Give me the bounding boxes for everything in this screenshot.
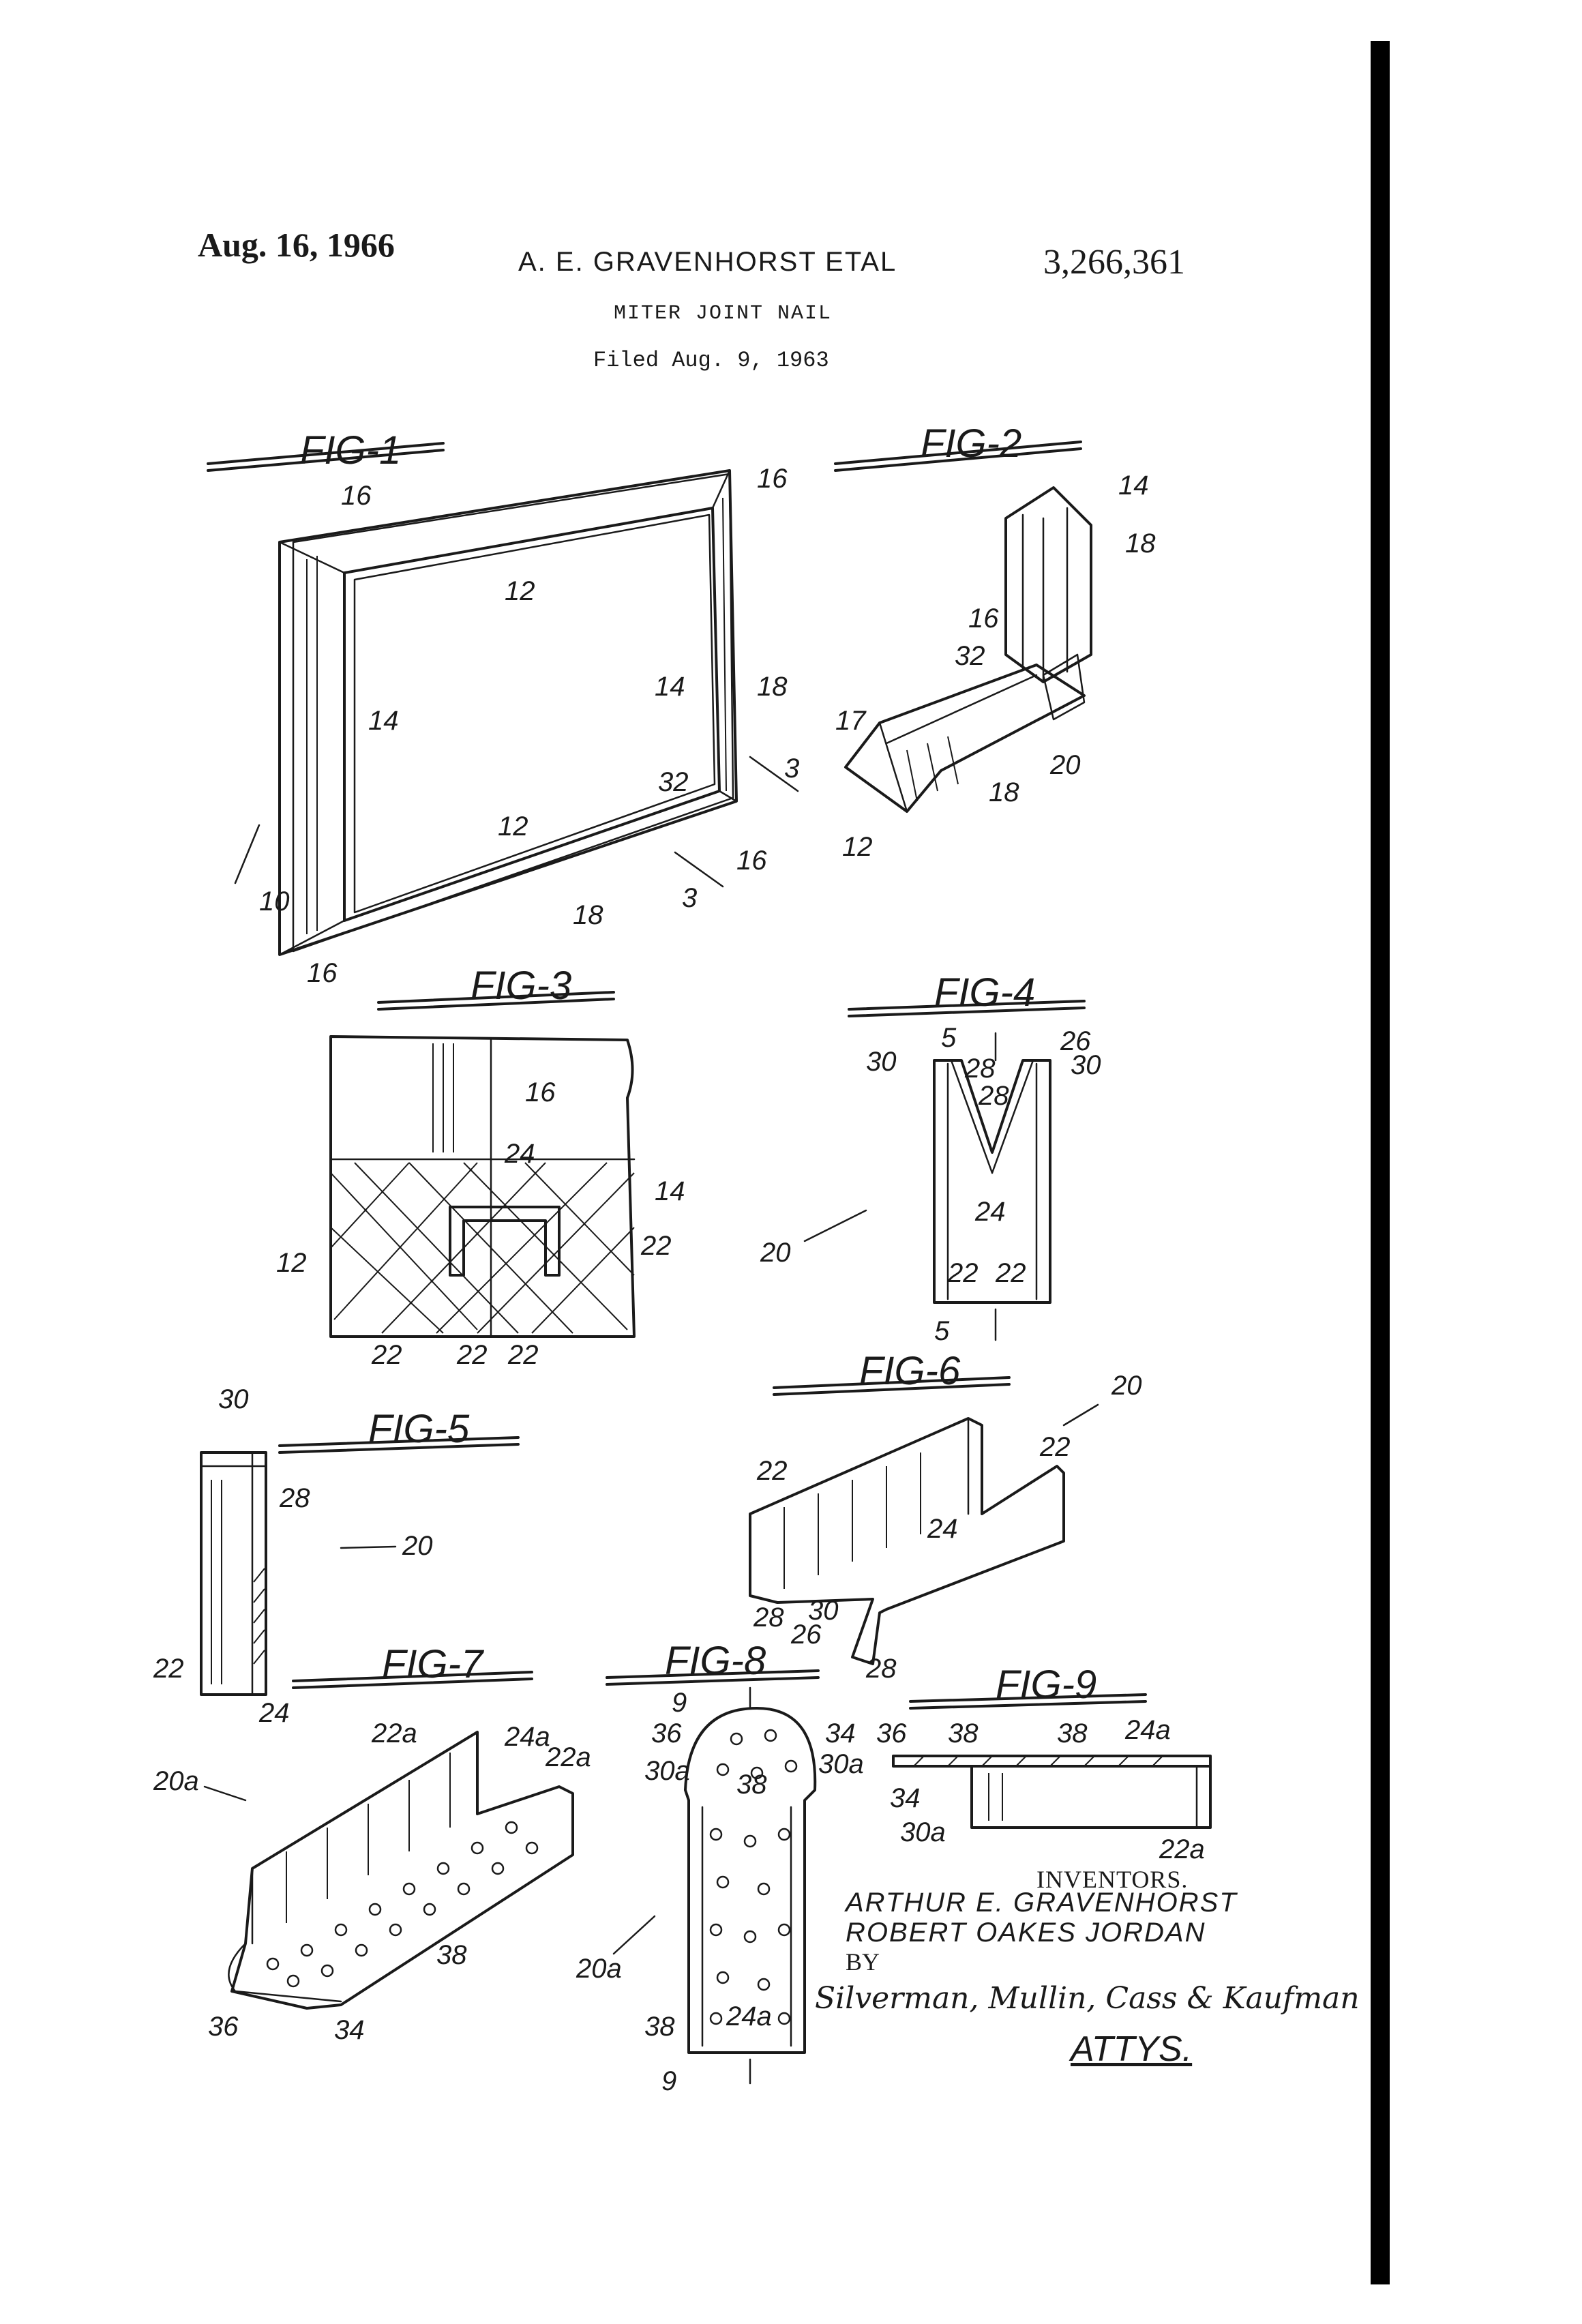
svg-text:30a: 30a [644,1756,690,1786]
svg-text:24: 24 [258,1698,290,1728]
svg-text:38: 38 [948,1718,979,1748]
svg-text:34: 34 [825,1718,856,1748]
figure-3: FIG-3 16 24 14 12 22 22 22 22 [276,964,685,1370]
inventor-name-1: ARTHUR E. GRAVENHORST [846,1888,1238,1918]
svg-text:9: 9 [661,2066,676,2096]
inventor-name-2: ROBERT OAKES JORDAN [846,1918,1206,1948]
svg-text:28: 28 [978,1081,1009,1111]
svg-text:5: 5 [941,1023,957,1053]
svg-text:20a: 20a [576,1954,622,1984]
figure-4: FIG-4 5 26 30 30 28 28 24 20 22 22 5 [760,970,1101,1346]
svg-text:18: 18 [1125,528,1156,558]
attorney-signature: Silverman, Mullin, Cass & Kaufman [815,1981,1360,2016]
svg-text:38: 38 [1057,1718,1088,1748]
svg-text:3: 3 [784,754,799,784]
svg-text:18: 18 [573,900,603,930]
svg-text:36: 36 [208,2012,239,2042]
svg-text:12: 12 [276,1248,307,1278]
svg-text:18: 18 [757,672,788,702]
figure-7-label: FIG-7 [382,1642,485,1686]
figure-6-label: FIG-6 [859,1349,961,1393]
svg-text:24a: 24a [504,1722,550,1752]
svg-text:5: 5 [934,1316,950,1346]
svg-text:16: 16 [525,1077,556,1107]
svg-text:14: 14 [655,1176,685,1206]
svg-text:22: 22 [153,1654,184,1684]
svg-text:17: 17 [835,706,867,736]
svg-text:9: 9 [672,1688,687,1718]
figure-5-label: FIG-5 [368,1407,470,1451]
svg-text:32: 32 [955,641,985,671]
svg-text:34: 34 [334,2015,365,2045]
figure-9: FIG-9 36 38 38 24a 34 30a 22a [876,1663,1210,1864]
by-label: BY [846,1948,880,1976]
svg-text:28: 28 [279,1483,310,1513]
svg-text:14: 14 [655,672,685,702]
svg-text:36: 36 [651,1718,682,1748]
svg-text:12: 12 [498,811,528,841]
svg-text:26: 26 [790,1620,822,1650]
svg-text:16: 16 [341,481,372,511]
svg-text:22: 22 [756,1456,788,1486]
svg-text:38: 38 [736,1770,767,1800]
figure-1-label: FIG-1 [300,428,401,473]
svg-text:24: 24 [974,1197,1006,1227]
svg-text:24: 24 [927,1514,958,1544]
svg-text:14: 14 [368,706,399,736]
svg-text:34: 34 [890,1783,921,1813]
svg-text:30: 30 [218,1384,249,1414]
svg-text:22: 22 [640,1231,672,1261]
svg-text:14: 14 [1118,471,1149,501]
svg-text:30a: 30a [818,1749,864,1779]
svg-text:28: 28 [753,1603,784,1633]
svg-text:20: 20 [1111,1371,1142,1401]
attys-label: ATTYS. [1071,2029,1192,2070]
svg-text:16: 16 [307,958,338,988]
svg-text:24a: 24a [726,2001,772,2031]
svg-text:22: 22 [507,1340,539,1370]
svg-text:12: 12 [505,576,535,606]
svg-text:12: 12 [842,832,873,862]
figure-8: FIG-8 9 36 34 30a 30a 38 20a 38 24a 9 [576,1639,864,2096]
svg-text:20: 20 [760,1238,791,1268]
svg-text:38: 38 [644,2012,675,2042]
svg-text:3: 3 [682,883,697,913]
figure-9-label: FIG-9 [996,1663,1096,1707]
svg-text:30a: 30a [900,1817,946,1847]
svg-text:28: 28 [964,1054,996,1084]
svg-text:22: 22 [947,1258,979,1288]
svg-text:22a: 22a [545,1742,591,1772]
svg-text:16: 16 [757,464,788,494]
svg-text:36: 36 [876,1718,907,1748]
figure-7: FIG-7 20a 22a 24a 22a 38 36 34 [153,1642,591,2045]
figure-2-label: FIG-2 [921,421,1021,466]
svg-text:38: 38 [436,1940,467,1970]
svg-text:22: 22 [371,1340,402,1370]
figure-4-label: FIG-4 [934,970,1035,1015]
svg-text:22: 22 [995,1258,1026,1288]
svg-text:18: 18 [989,777,1019,807]
svg-text:22a: 22a [371,1718,417,1748]
svg-text:22a: 22a [1159,1834,1205,1864]
svg-text:24a: 24a [1124,1715,1171,1745]
svg-text:32: 32 [658,767,689,797]
figure-6: FIG-6 20 22 22 24 28 30 26 28 [750,1349,1142,1684]
figure-1: FIG-1 10 16 16 12 14 14 18 3 32 12 16 3 … [208,428,799,988]
svg-text:16: 16 [736,846,767,876]
svg-text:20: 20 [1049,750,1081,780]
svg-text:28: 28 [865,1654,897,1684]
svg-text:24: 24 [504,1139,535,1169]
figure-3-label: FIG-3 [471,964,571,1008]
svg-text:30: 30 [866,1047,897,1077]
svg-text:20a: 20a [153,1766,199,1796]
figure-2: FIG-2 14 18 16 32 17 18 20 12 [835,421,1156,862]
svg-text:22: 22 [1039,1432,1071,1462]
svg-text:22: 22 [456,1340,488,1370]
svg-text:16: 16 [968,604,999,634]
svg-text:30: 30 [1071,1050,1101,1080]
svg-text:10: 10 [259,887,290,917]
svg-text:20: 20 [402,1531,433,1561]
figure-8-label: FIG-8 [665,1639,766,1683]
